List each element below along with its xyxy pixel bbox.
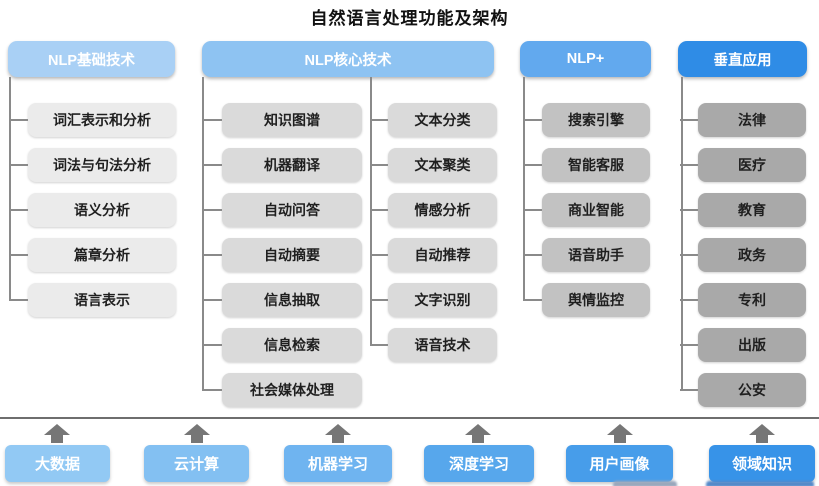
up-arrow-icon [465, 424, 491, 443]
foundation-box-domain-knowledge: 领域知识 [709, 445, 815, 482]
connector-line [681, 77, 683, 391]
tree-node: 自动问答 [204, 193, 362, 227]
tree-node: 智能客服 [524, 148, 650, 182]
tree-node: 词汇表示和分析 [10, 103, 176, 137]
tree-node: 情感分析 [370, 193, 497, 227]
tree-node: 篇章分析 [10, 238, 176, 272]
tree-node: 政务 [680, 238, 806, 272]
connector-line [9, 77, 11, 301]
tree-node: 知识图谱 [204, 103, 362, 137]
foundation-box-machine-learning: 机器学习 [284, 445, 392, 482]
tree-node: 信息检索 [204, 328, 362, 362]
up-arrow-icon [44, 424, 70, 443]
watermark-remnant [613, 481, 677, 486]
watermark-remnant [706, 481, 814, 486]
tree-node: 机器翻译 [204, 148, 362, 182]
tree-node: 教育 [680, 193, 806, 227]
tree-node: 医疗 [680, 148, 806, 182]
header-nlp-plus: NLP+ [520, 41, 651, 77]
tree-node: 法律 [680, 103, 806, 137]
up-arrow-icon [325, 424, 351, 443]
tree-node: 专利 [680, 283, 806, 317]
tree-node: 公安 [680, 373, 806, 407]
connector-line [202, 77, 204, 391]
up-arrow-icon [184, 424, 210, 443]
tree-node: 语音技术 [370, 328, 497, 362]
header-vertical-apps: 垂直应用 [678, 41, 807, 77]
header-nlp-core: NLP核心技术 [202, 41, 494, 77]
connector-line [523, 77, 525, 301]
foundation-box-user-profile: 用户画像 [566, 445, 673, 482]
tree-node: 商业智能 [524, 193, 650, 227]
group-nlp-plus: 搜索引擎 智能客服 商业智能 语音助手 舆情监控 [524, 103, 650, 317]
up-arrow-icon [607, 424, 633, 443]
foundation-box-cloud-computing: 云计算 [144, 445, 249, 482]
tree-node: 词法与句法分析 [10, 148, 176, 182]
tree-node: 自动摘要 [204, 238, 362, 272]
tree-node: 信息抽取 [204, 283, 362, 317]
header-nlp-basic: NLP基础技术 [8, 41, 175, 77]
tree-node: 自动推荐 [370, 238, 497, 272]
foundation-box-deep-learning: 深度学习 [424, 445, 534, 482]
tree-node: 语义分析 [10, 193, 176, 227]
tree-node: 文本聚类 [370, 148, 497, 182]
group-nlp-core-left: 知识图谱 机器翻译 自动问答 自动摘要 信息抽取 信息检索 社会媒体处理 [204, 103, 362, 407]
foundation-separator-line [0, 417, 819, 419]
tree-node: 舆情监控 [524, 283, 650, 317]
foundation-box-big-data: 大数据 [5, 445, 110, 482]
tree-node: 文本分类 [370, 103, 497, 137]
tree-node: 搜索引擎 [524, 103, 650, 137]
group-vertical-apps: 法律 医疗 教育 政务 专利 出版 公安 [680, 103, 806, 407]
group-nlp-basic: 词汇表示和分析 词法与句法分析 语义分析 篇章分析 语言表示 [10, 103, 176, 317]
group-nlp-core-right: 文本分类 文本聚类 情感分析 自动推荐 文字识别 语音技术 [370, 103, 497, 362]
connector-line [370, 77, 372, 346]
diagram-title: 自然语言处理功能及架构 [310, 9, 509, 28]
tree-node: 文字识别 [370, 283, 497, 317]
tree-node: 语言表示 [10, 283, 176, 317]
tree-node: 出版 [680, 328, 806, 362]
tree-node: 语音助手 [524, 238, 650, 272]
tree-node: 社会媒体处理 [204, 373, 362, 407]
up-arrow-icon [749, 424, 775, 443]
